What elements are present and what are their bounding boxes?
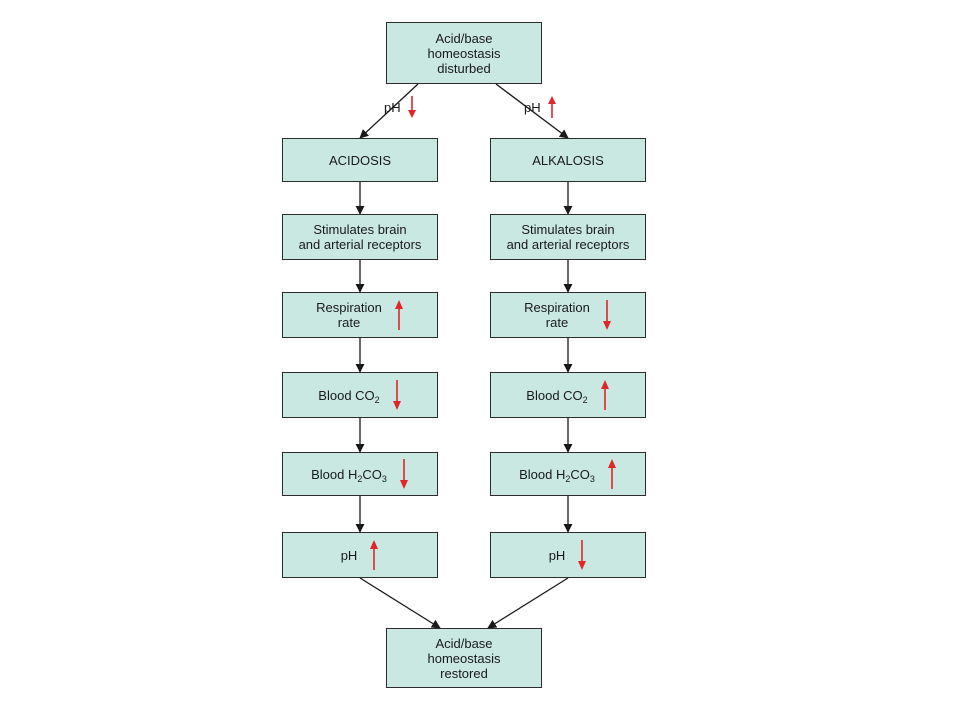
right-respiration-line-1: Respiration	[524, 300, 590, 315]
left-ph-label: pH	[340, 547, 358, 563]
box-right-ph: pH	[490, 532, 646, 578]
box-homeostasis-disturbed: Acid/base homeostasis disturbed	[386, 22, 542, 84]
connector-left-to-restored	[359, 577, 441, 629]
right-respiration-line-2: rate	[545, 315, 569, 330]
bottom-line-1: Acid/base	[435, 635, 493, 651]
left-receptors-line-1: Stimulates brain	[313, 222, 407, 237]
connector-right-to-restored	[487, 577, 569, 629]
left-respiration-line-1: Respiration	[316, 300, 382, 315]
box-left-respiration: Respiration rate	[282, 292, 438, 338]
box-left-receptors: Stimulates brain and arterial receptors	[282, 214, 438, 260]
right-receptors-line-1: Stimulates brain	[521, 222, 615, 237]
bottom-line-3: restored	[440, 665, 488, 681]
arrow-up-icon	[547, 96, 557, 118]
alkalosis-title: ALKALOSIS	[532, 152, 604, 168]
bottom-line-2: homeostasis	[427, 650, 501, 666]
branch-right-ph: pH	[524, 96, 557, 118]
right-ph-label: pH	[548, 547, 566, 563]
box-acidosis: ACIDOSIS	[282, 138, 438, 182]
branch-left-ph: pH	[384, 96, 417, 118]
arrow-up-icon	[369, 540, 379, 570]
box-homeostasis-restored: Acid/base homeostasis restored	[386, 628, 542, 688]
right-co2-label: Blood CO2	[526, 387, 588, 405]
arrow-up-icon	[600, 380, 610, 410]
right-h2co3-label: Blood H2CO3	[519, 466, 595, 484]
arrow-up-icon	[394, 300, 404, 330]
box-right-blood-h2co3: Blood H2CO3	[490, 452, 646, 496]
connector-top-to-acidosis	[359, 83, 419, 139]
arrow-down-icon	[577, 540, 587, 570]
right-receptors-line-2: and arterial receptors	[506, 237, 630, 252]
box-right-blood-co2: Blood CO2	[490, 372, 646, 418]
branch-left-ph-label: pH	[384, 99, 401, 115]
box-alkalosis: ALKALOSIS	[490, 138, 646, 182]
left-h2co3-label: Blood H2CO3	[311, 466, 387, 484]
box-left-blood-h2co3: Blood H2CO3	[282, 452, 438, 496]
top-line-2: homeostasis	[427, 45, 501, 61]
arrow-down-icon	[602, 300, 612, 330]
branch-right-ph-label: pH	[524, 99, 541, 115]
arrow-down-icon	[392, 380, 402, 410]
top-line-3: disturbed	[437, 60, 491, 76]
left-co2-label: Blood CO2	[318, 387, 380, 405]
top-line-1: Acid/base	[435, 30, 493, 46]
left-receptors-line-2: and arterial receptors	[298, 237, 422, 252]
box-left-blood-co2: Blood CO2	[282, 372, 438, 418]
box-right-respiration: Respiration rate	[490, 292, 646, 338]
connector-top-to-alkalosis	[495, 83, 569, 139]
box-left-ph: pH	[282, 532, 438, 578]
arrow-down-icon	[399, 459, 409, 489]
arrow-up-icon	[607, 459, 617, 489]
box-right-receptors: Stimulates brain and arterial receptors	[490, 214, 646, 260]
arrow-down-icon	[407, 96, 417, 118]
left-respiration-line-2: rate	[337, 315, 361, 330]
acidosis-title: ACIDOSIS	[328, 152, 392, 168]
